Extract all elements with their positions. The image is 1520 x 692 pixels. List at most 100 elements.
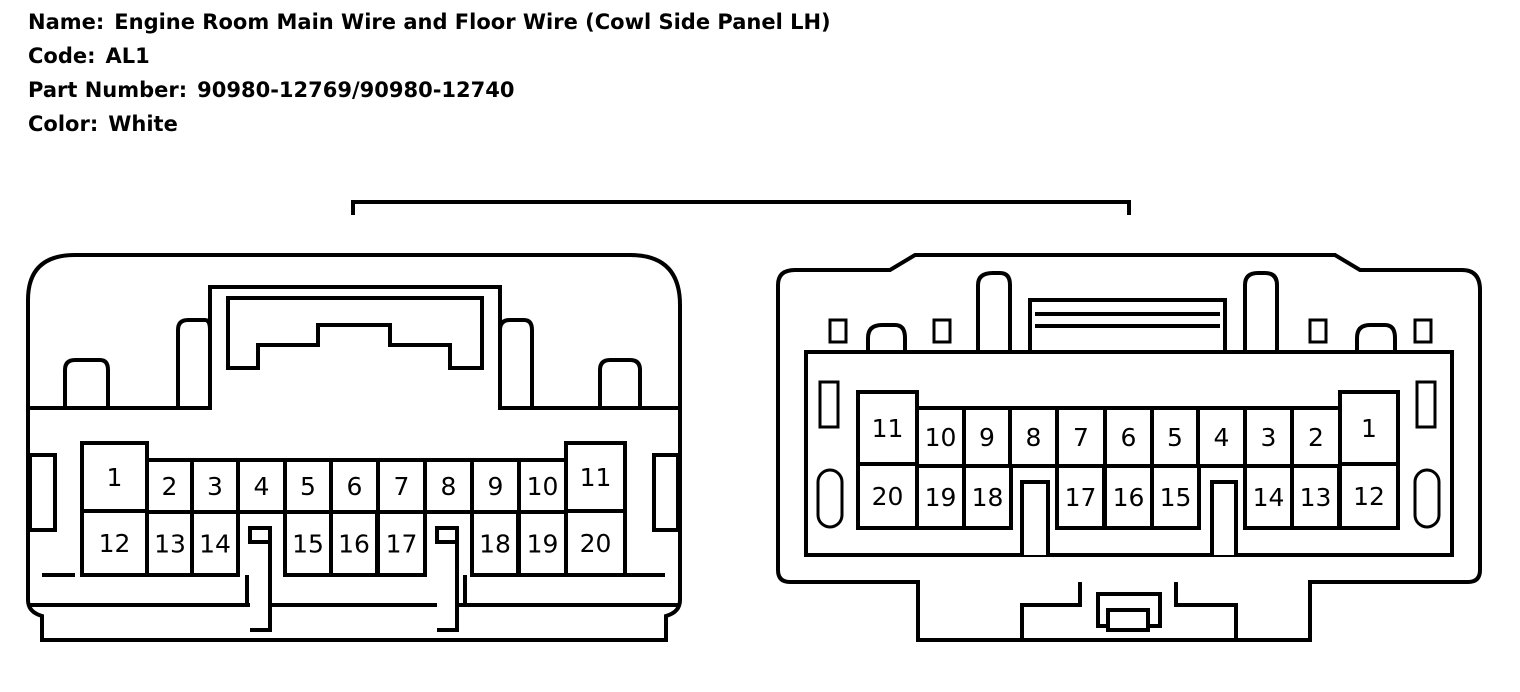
left-lock-inner [226, 296, 484, 370]
right-oval-right [1413, 468, 1441, 529]
right-pin-12-label: 12 [1353, 482, 1385, 511]
part-number-value: 90980-12769/90980-12740 [197, 78, 515, 102]
color-line: Color: White [28, 112, 178, 136]
left-tab-3 [498, 318, 534, 410]
name-label: Name: [28, 10, 105, 34]
right-pin-13-cell [1290, 464, 1341, 530]
left-pin-5-label: 5 [300, 472, 316, 501]
left-pin-12-label: 12 [99, 529, 131, 558]
right-tab-4 [1355, 323, 1397, 354]
left-pin-14-label: 14 [199, 530, 231, 559]
left-side-latch-right [652, 453, 680, 532]
right-pin-17-label: 17 [1065, 483, 1097, 512]
right-pin-20-label: 20 [872, 482, 904, 511]
right-pin-1-label: 1 [1361, 414, 1377, 443]
left-pin-19-label: 19 [527, 530, 559, 559]
right-pin-3-label: 3 [1261, 423, 1277, 452]
left-pin-8-label: 8 [441, 472, 457, 501]
right-slot-right [1415, 380, 1437, 429]
left-pin-12-cell [80, 509, 149, 577]
right-pin-6-label: 6 [1121, 423, 1137, 452]
left-tab-4 [598, 358, 642, 410]
left-pin-13-label: 13 [154, 530, 186, 559]
left-pin-20-cell [564, 509, 627, 577]
right-hole-4 [1413, 318, 1433, 344]
connector-name-line: Name: Engine Room Main Wire and Floor Wir… [28, 10, 831, 34]
right-guide-slot-2 [1210, 480, 1238, 555]
left-base-ribs [245, 575, 467, 605]
right-face [804, 350, 1454, 557]
right-pin-2-label: 2 [1308, 423, 1324, 452]
left-pin-8-cell [423, 458, 474, 514]
right-pin-16-cell [1103, 464, 1154, 530]
left-pin-20-label: 20 [580, 529, 612, 558]
left-pin-17-label: 17 [386, 530, 418, 559]
left-tab-1 [63, 358, 110, 410]
left-key-8 [435, 526, 459, 544]
right-pin-4-label: 4 [1214, 423, 1230, 452]
right-lock-frame [1028, 298, 1227, 352]
right-bottom-key-inner [1106, 608, 1150, 632]
right-pin-15-label: 15 [1160, 483, 1192, 512]
view-bracket [351, 200, 1131, 215]
left-pin-13-cell [145, 510, 195, 577]
left-pin-4-label: 4 [254, 472, 270, 501]
right-pin-1-cell [1338, 390, 1400, 466]
left-pin-17-cell [376, 510, 427, 577]
left-pin-6-label: 6 [347, 472, 363, 501]
right-pin-8-label: 8 [1026, 423, 1042, 452]
right-pin-8-cell [1008, 406, 1059, 468]
right-pin-14-label: 14 [1253, 483, 1285, 512]
right-pin-9-label: 9 [979, 423, 995, 452]
right-pin-7-label: 7 [1073, 423, 1089, 452]
right-oval-left [816, 468, 844, 529]
left-pin-11-label: 11 [580, 463, 612, 492]
left-pin-1-label: 1 [107, 463, 123, 492]
right-pin-15-cell [1150, 464, 1201, 530]
left-pin-2-label: 2 [162, 472, 178, 501]
right-hole-3 [1308, 318, 1328, 344]
right-pin-11-cell [856, 390, 919, 466]
code-label: Code: [28, 44, 96, 68]
right-hole-1 [828, 318, 848, 344]
left-pin-9-cell [470, 458, 521, 514]
left-pin-15-cell [283, 510, 333, 577]
right-pin-18-label: 18 [972, 483, 1004, 512]
right-pin-12-cell [1338, 462, 1400, 530]
right-pin-5-label: 5 [1167, 423, 1183, 452]
right-lock-lines [1035, 312, 1220, 328]
right-pin-4-cell [1196, 406, 1247, 468]
color-label: Color: [28, 112, 99, 136]
right-tab-2 [976, 271, 1012, 354]
right-pin-10-label: 10 [925, 423, 957, 452]
right-pin-20-cell [856, 462, 919, 530]
right-pin-19-label: 19 [925, 483, 957, 512]
left-tab-2 [176, 318, 212, 410]
name-value: Engine Room Main Wire and Floor Wire (Co… [114, 10, 831, 34]
left-pin-16-label: 16 [338, 530, 370, 559]
color-value: White [108, 112, 178, 136]
right-pin-16-label: 16 [1113, 483, 1145, 512]
connector-code-line: Code: AL1 [28, 44, 150, 68]
right-guide-slot-1 [1020, 480, 1050, 555]
right-tab-3 [1243, 271, 1279, 354]
right-bottom-latch [1020, 582, 1238, 640]
code-value: AL1 [105, 44, 150, 68]
left-side-latch-left [28, 453, 57, 532]
left-pin-14-cell [190, 510, 240, 577]
left-pin-18-label: 18 [479, 530, 511, 559]
right-tab-1 [866, 323, 907, 354]
right-pin-11-label: 11 [872, 414, 904, 443]
left-pin-3-label: 3 [207, 472, 223, 501]
right-pin-18-cell [962, 464, 1013, 530]
left-pin-15-label: 15 [292, 530, 324, 559]
left-pin-7-label: 7 [394, 472, 410, 501]
part-number-line: Part Number:90980-12769/90980-12740 [28, 78, 514, 102]
left-key-4 [248, 526, 272, 544]
right-slot-left [818, 380, 840, 429]
